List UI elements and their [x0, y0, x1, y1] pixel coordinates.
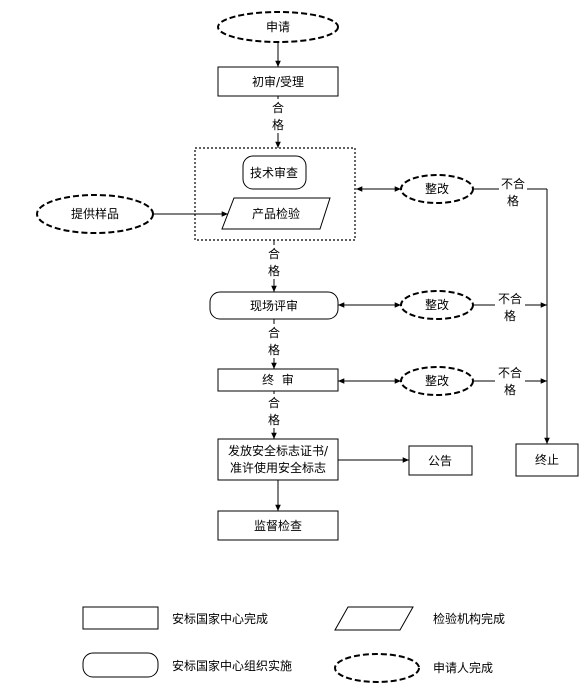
- node-final-review-label: 终 审: [262, 372, 294, 387]
- node-announcement: 公告: [408, 445, 473, 476]
- node-fix-1: 整改: [400, 174, 474, 204]
- label-fail-3: 不合 格: [498, 365, 522, 397]
- svg-text:合: 合: [272, 100, 284, 115]
- node-terminate: 终止: [515, 443, 579, 477]
- svg-text:格: 格: [504, 308, 516, 323]
- svg-text:格: 格: [268, 342, 280, 357]
- node-fix-2: 整改: [400, 290, 474, 320]
- node-final-review: 终 审: [217, 368, 339, 392]
- legend-parallelogram-label: 检验机构完成: [433, 611, 505, 626]
- svg-text:格: 格: [504, 382, 516, 397]
- node-fix-3-label: 整改: [425, 373, 449, 388]
- svg-text:格: 格: [268, 263, 280, 278]
- node-fix-3: 整改: [400, 366, 474, 396]
- node-tech-review: 技术审查: [242, 155, 307, 190]
- legend-dashed-ellipse-label: 申请人完成: [433, 660, 493, 675]
- legend-dashed-ellipse: 申请人完成: [334, 653, 493, 683]
- label-pass-1: 合 格: [268, 99, 288, 133]
- group-review-and-test: [194, 147, 356, 241]
- svg-text:不合: 不合: [498, 365, 522, 380]
- svg-text:合: 合: [268, 246, 280, 261]
- node-issue-certificate-line2: 准许使用安全标志: [230, 460, 326, 475]
- node-provide-samples: 提供样品: [36, 194, 154, 234]
- node-supervision: 监督检查: [217, 510, 339, 541]
- node-tech-review-label: 技术审查: [250, 165, 298, 180]
- legend: 安标国家中心完成 检验机构完成 安标国家中心组织实施 申请人完成: [82, 606, 505, 683]
- legend-rect: 安标国家中心完成: [82, 606, 268, 630]
- label-fail-1: 不合 格: [501, 176, 525, 208]
- node-site-review-label: 现场评审: [250, 298, 298, 313]
- label-pass-4: 合 格: [264, 394, 284, 428]
- svg-text:格: 格: [507, 193, 519, 208]
- node-terminate-label: 终止: [535, 452, 559, 467]
- label-pass-2: 合 格: [264, 245, 284, 279]
- node-initial-review: 初审/受理: [217, 66, 339, 97]
- node-supervision-label: 监督检查: [254, 518, 302, 533]
- node-issue-certificate: 发放安全标志证书/ 准许使用安全标志: [217, 438, 339, 481]
- node-provide-samples-label: 提供样品: [71, 206, 119, 221]
- node-fix-1-label: 整改: [425, 181, 449, 196]
- label-fail-2: 不合 格: [498, 291, 522, 323]
- legend-rounded-rect: 安标国家中心组织实施: [82, 652, 292, 678]
- node-apply-label: 申请: [266, 20, 290, 34]
- legend-parallelogram: 检验机构完成: [334, 606, 505, 631]
- svg-text:不合: 不合: [498, 291, 522, 306]
- label-pass-3: 合 格: [264, 324, 284, 358]
- node-fix-2-label: 整改: [425, 297, 449, 312]
- node-product-test-label: 产品检验: [252, 206, 300, 221]
- svg-text:合: 合: [268, 325, 280, 340]
- node-announcement-label: 公告: [428, 454, 452, 468]
- node-site-review: 现场评审: [209, 291, 339, 320]
- legend-rect-label: 安标国家中心完成: [172, 611, 268, 626]
- svg-text:合: 合: [268, 395, 280, 410]
- legend-rounded-rect-label: 安标国家中心组织实施: [172, 658, 292, 673]
- node-initial-review-label: 初审/受理: [252, 74, 304, 89]
- node-apply: 申请: [217, 11, 339, 43]
- svg-text:不合: 不合: [501, 176, 525, 191]
- svg-text:格: 格: [268, 412, 280, 427]
- node-issue-certificate-line1: 发放安全标志证书/: [228, 443, 329, 458]
- svg-text:格: 格: [272, 117, 284, 132]
- node-product-test: 产品检验: [221, 197, 331, 230]
